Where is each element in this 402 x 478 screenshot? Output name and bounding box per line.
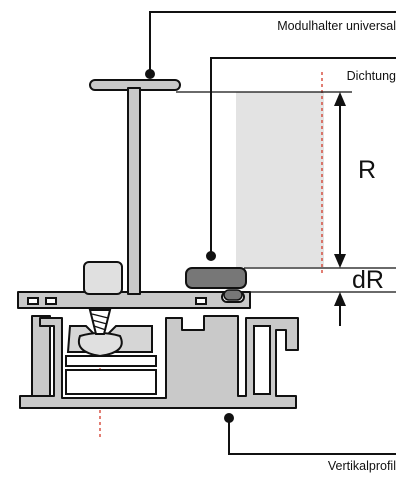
module-panel bbox=[236, 92, 324, 267]
vertical-profile-body bbox=[19, 315, 299, 409]
vertical-profile-right-chamber bbox=[253, 325, 271, 395]
nut-rounded-head bbox=[78, 332, 123, 358]
vertical-profile bbox=[19, 315, 299, 409]
dim-dr-label: dR bbox=[352, 266, 384, 294]
vertical-profile-label: Vertikalprofil bbox=[328, 459, 396, 473]
vertical-profile-leader bbox=[228, 418, 396, 455]
holder-web-front bbox=[127, 87, 141, 295]
holder-notch-2 bbox=[45, 297, 57, 305]
holder-notch-3 bbox=[195, 297, 207, 305]
seal-leader bbox=[210, 57, 396, 256]
seal-leader-dot bbox=[206, 251, 216, 261]
module-holder-label: Modulhalter universal bbox=[277, 19, 396, 33]
vertical-profile-leader-dot bbox=[224, 413, 234, 423]
dim-r-arrow-top bbox=[334, 92, 346, 106]
seal-foot bbox=[223, 289, 243, 301]
seal-label: Dichtung bbox=[347, 69, 396, 83]
screw-head bbox=[83, 261, 123, 295]
holder-notch-1 bbox=[27, 297, 39, 305]
module-holder-leader bbox=[149, 11, 396, 74]
dim-r-label: R bbox=[358, 156, 376, 184]
seal-strip bbox=[185, 267, 247, 289]
screw bbox=[83, 261, 123, 335]
dim-dr-arrow-bottom bbox=[334, 292, 346, 306]
vertical-profile-left-leg bbox=[31, 315, 51, 397]
vertical-profile-chamber-bottom bbox=[65, 369, 157, 395]
vertical-profile-chamber-top bbox=[65, 355, 157, 367]
module-holder-leader-dot bbox=[145, 69, 155, 79]
